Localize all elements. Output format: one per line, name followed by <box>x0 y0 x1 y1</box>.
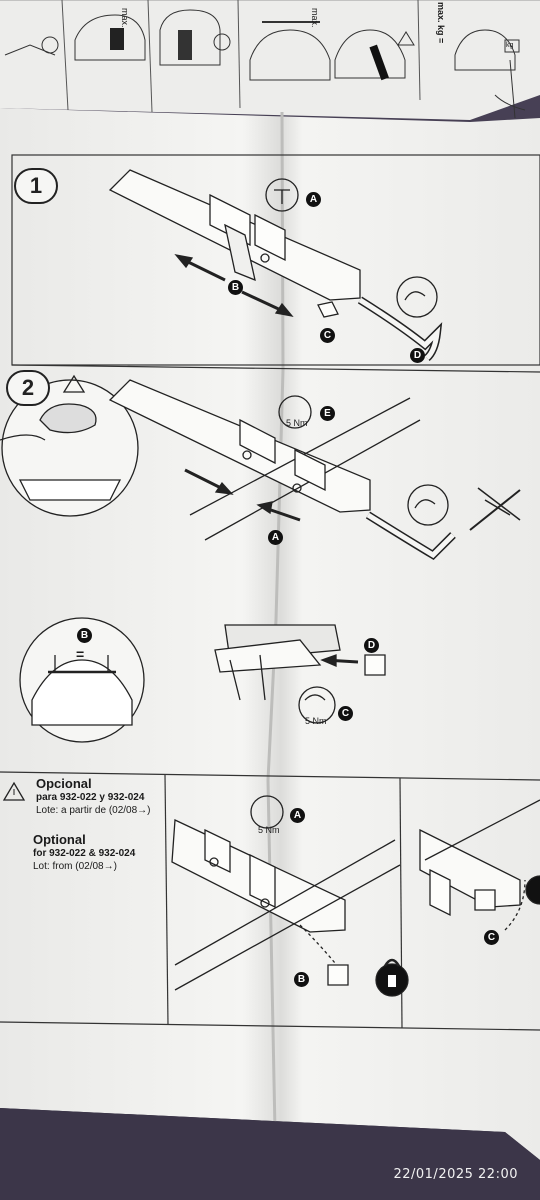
top-max-kg-label: max. kg = <box>436 2 446 44</box>
top-max-label-2: max. <box>310 8 320 28</box>
step1-callout-c: C <box>320 328 335 343</box>
step2-callout-e: E <box>320 406 335 421</box>
step-number-1: 1 <box>14 168 58 204</box>
optional-en-lot: Lot: from (02/08→) <box>33 861 117 872</box>
optional-drawing <box>171 795 540 997</box>
top-sheet <box>0 0 540 120</box>
step3-callout-d: D <box>364 638 379 653</box>
step1-callout-b: B <box>228 280 243 295</box>
step3-callout-c: C <box>338 706 353 721</box>
step3-torque: 5 Nm <box>305 716 327 726</box>
optional-es-for: para 932-022 y 932-024 <box>36 792 145 803</box>
optional-callout-c: C <box>484 930 499 945</box>
optional-es-title: Opcional <box>36 776 92 791</box>
photo-timestamp: 22/01/2025 22:00 <box>393 1167 518 1182</box>
step1-callout-a: A <box>306 192 321 207</box>
step3-drawing <box>19 617 386 743</box>
warning-icon <box>2 781 26 801</box>
top-max-label-1: max. <box>120 8 130 28</box>
optional-es-lot: Lote: a partir de (02/08→) <box>36 805 151 816</box>
optional-callout-b: B <box>294 972 309 987</box>
optional-en-for: for 932-022 & 932-024 <box>33 848 136 859</box>
optional-callout-a: A <box>290 808 305 823</box>
step1-drawing <box>108 169 443 362</box>
step3-callout-b: B <box>77 628 92 643</box>
step2-drawing <box>0 374 521 561</box>
optional-torque: 5 Nm <box>258 825 280 835</box>
top-kg-tag: kg <box>506 42 514 49</box>
step2-callout-a: A <box>268 530 283 545</box>
optional-en-title: Optional <box>33 832 86 847</box>
step2-torque: 5 Nm <box>286 418 308 428</box>
step-number-2: 2 <box>6 370 50 406</box>
step1-callout-d: D <box>410 348 425 363</box>
step3-equal-sign: = <box>76 646 85 662</box>
